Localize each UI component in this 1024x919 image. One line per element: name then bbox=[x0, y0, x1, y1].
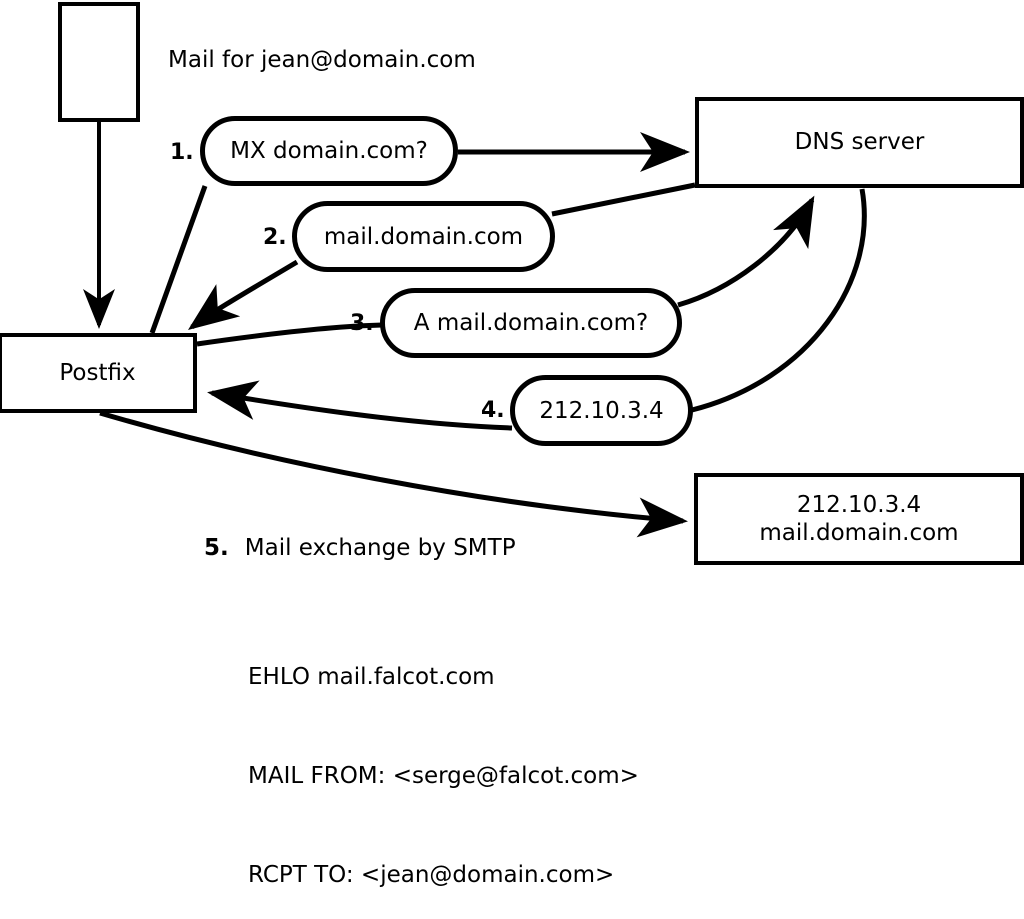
transcript-line: RCPT TO: <jean@domain.com> bbox=[248, 862, 615, 888]
bubble-a-query[interactable]: A mail.domain.com? bbox=[380, 288, 682, 358]
bubble-a-query-label: A mail.domain.com? bbox=[413, 310, 649, 336]
step-1-number: 1. bbox=[170, 140, 194, 165]
connector-bubble3-to-dns bbox=[677, 195, 815, 308]
step-5-number: 5. bbox=[204, 535, 229, 561]
connector-dns-to-bubble2 bbox=[551, 182, 696, 217]
bubble-mx-answer-label: mail.domain.com bbox=[323, 223, 524, 250]
bubble-a-answer-label: 212.10.3.4 bbox=[539, 397, 664, 424]
connector-postfix-to-remote bbox=[99, 410, 688, 538]
step-3-number: 3. bbox=[350, 311, 374, 336]
bubble-a-answer[interactable]: 212.10.3.4 bbox=[510, 375, 693, 446]
connector-bubble4-to-postfix bbox=[207, 380, 513, 431]
mail-for-label: Mail for jean@domain.com bbox=[168, 47, 476, 73]
transcript-line: EHLO mail.falcot.com bbox=[248, 664, 495, 690]
step-4-number: 4. bbox=[481, 398, 505, 423]
connector-bubble2-to-postfix bbox=[187, 259, 299, 330]
smtp-transcript: EHLO mail.falcot.com MAIL FROM: <serge@f… bbox=[248, 595, 639, 919]
postfix-label: Postfix bbox=[59, 359, 136, 386]
transcript-line: MAIL FROM: <serge@falcot.com> bbox=[248, 763, 639, 789]
bubble-mx-query-label: MX domain.com? bbox=[230, 138, 428, 164]
step-5-heading: 5. Mail exchange by SMTP bbox=[204, 535, 516, 561]
remote-mail-server-ip: 212.10.3.4 bbox=[796, 491, 922, 518]
source-box[interactable] bbox=[58, 2, 140, 122]
remote-mail-server-host: mail.domain.com bbox=[759, 520, 959, 546]
connector-postfix-to-bubble1 bbox=[149, 185, 208, 334]
step-2-number: 2. bbox=[263, 225, 287, 250]
bubble-mx-answer[interactable]: mail.domain.com bbox=[292, 201, 555, 272]
bubble-mx-query[interactable]: MX domain.com? bbox=[200, 116, 458, 186]
postfix-box[interactable]: Postfix bbox=[0, 333, 197, 413]
connector-dns-to-bubble4 bbox=[691, 188, 867, 413]
remote-mail-server-box[interactable]: 212.10.3.4 mail.domain.com bbox=[694, 473, 1024, 565]
connector-postfix-to-bubble3 bbox=[196, 322, 385, 347]
step-5-label: Mail exchange by SMTP bbox=[244, 535, 516, 561]
dns-server-box[interactable]: DNS server bbox=[695, 97, 1024, 188]
dns-server-label: DNS server bbox=[794, 129, 925, 156]
